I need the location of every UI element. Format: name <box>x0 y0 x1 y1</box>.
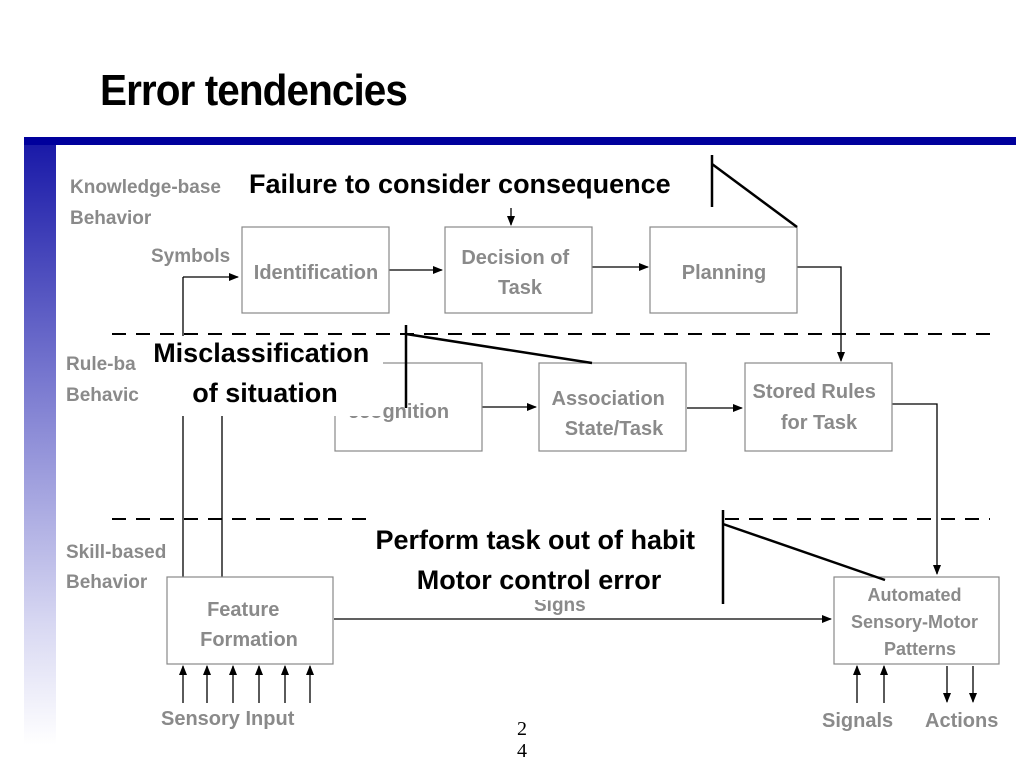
level-knowledge-label: Knowledge-base Behavior <box>70 177 226 229</box>
misclassification-annotation-bg <box>145 336 383 416</box>
habit-annotation: Perform task out of habit Motor control … <box>375 525 702 595</box>
page-number: 2 4 <box>512 718 532 762</box>
actions-arrows <box>943 666 977 703</box>
automated-box <box>833 576 1000 665</box>
automated-label: Automated Sensory-Motor Patterns <box>851 585 983 659</box>
planning-to-rules-arrow <box>797 266 845 362</box>
signals-arrows <box>853 665 888 703</box>
gradient-sidebar <box>24 145 56 745</box>
identification-label: Identification <box>254 262 378 284</box>
association-label: Association State/Task <box>552 388 671 440</box>
feature-formation-box <box>166 576 334 665</box>
habit-annotation-bg <box>368 522 710 600</box>
misclassification-callout-pointer <box>404 325 593 408</box>
decision-label: Decision of Task <box>461 247 574 299</box>
habit-callout-pointer <box>721 510 886 604</box>
actions-label: Actions <box>925 710 998 732</box>
feature-formation-label: Feature Formation <box>200 599 298 651</box>
stored-rules-label: Stored Rules for Task <box>753 381 882 434</box>
failure-annotation-bg <box>232 158 692 204</box>
sensory-input-arrows <box>179 665 314 703</box>
level-rule-label: Rule-ba Behavic <box>66 354 141 406</box>
page-number-digit-2: 4 <box>517 740 527 762</box>
identification-box <box>241 226 390 314</box>
decision-box <box>444 226 593 314</box>
signals-label: Signals <box>822 710 893 732</box>
planning-box <box>649 226 798 314</box>
slide-title: Error tendencies <box>100 66 408 115</box>
level-skill-label: Skill-based Behavior <box>66 542 172 593</box>
planning-label: Planning <box>682 262 766 284</box>
sensory-input-label: Sensory Input <box>161 708 295 730</box>
rules-to-automated-arrow <box>892 403 941 575</box>
symbols-label: Symbols <box>151 246 230 267</box>
signs-label: Signs <box>534 595 586 616</box>
misclassification-annotation: Misclassification of situation <box>153 338 377 408</box>
failure-annotation: Failure to consider consequence <box>249 169 671 199</box>
stored-rules-box <box>744 362 893 452</box>
page-number-digit-1: 2 <box>517 718 527 740</box>
title-underline-bar <box>24 137 1016 145</box>
failure-callout-pointer <box>710 155 798 229</box>
association-box <box>538 362 687 452</box>
